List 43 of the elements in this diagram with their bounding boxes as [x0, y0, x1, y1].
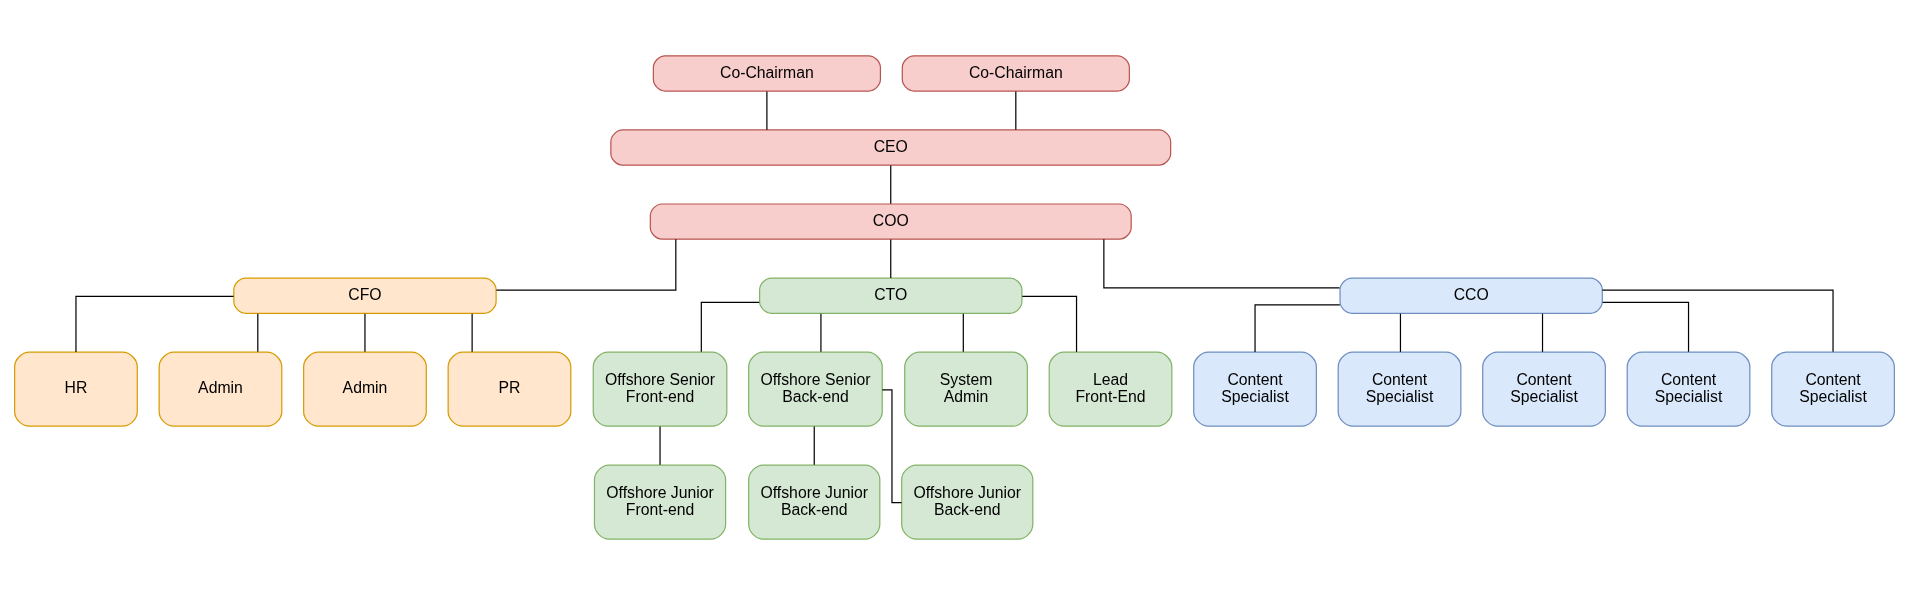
- connector: [1014, 90, 1016, 130]
- node-box: Content Specialist: [1192, 351, 1317, 427]
- connector: [700, 301, 760, 352]
- connector: [765, 90, 767, 130]
- connector: [1253, 303, 1340, 352]
- node-box: CTO: [758, 276, 1022, 314]
- connector: [881, 388, 902, 503]
- connector: [819, 312, 822, 352]
- node-box: Content Specialist: [1481, 351, 1606, 427]
- node-box: CEO: [609, 128, 1171, 166]
- connector: [962, 312, 964, 352]
- node-box: Content Specialist: [1770, 351, 1895, 427]
- node-box: HR: [13, 351, 138, 427]
- node-box: COO: [649, 202, 1132, 240]
- node-box: System Admin: [903, 351, 1028, 427]
- node-box: Co-Chairman: [901, 54, 1130, 92]
- connector: [1601, 301, 1689, 352]
- connector: [1541, 312, 1543, 352]
- connector: [495, 238, 676, 291]
- connector: [889, 164, 891, 204]
- node-box: Content Specialist: [1626, 351, 1750, 427]
- connector: [256, 312, 258, 352]
- connector: [1399, 312, 1401, 352]
- connector: [1021, 295, 1077, 353]
- node-box: Offshore Senior Front-end: [592, 351, 727, 427]
- node-box: Content Specialist: [1337, 351, 1461, 427]
- node-box: Offshore Junior Back-end: [747, 463, 880, 540]
- node-box: CFO: [232, 276, 497, 314]
- connector: [813, 425, 815, 465]
- connector: [1601, 289, 1834, 352]
- node-box: CCO: [1338, 276, 1603, 314]
- node-box: Co-Chairman: [652, 54, 881, 92]
- node-box: Admin: [302, 351, 427, 427]
- connector: [1102, 238, 1340, 288]
- connector: [74, 295, 234, 353]
- node-box: Offshore Senior Back-end: [747, 351, 883, 427]
- node-box: Offshore Junior Back-end: [900, 463, 1033, 540]
- node-box: PR: [447, 351, 571, 427]
- node-box: Admin: [158, 351, 282, 427]
- node-box: Lead Front-End: [1048, 351, 1172, 427]
- connector: [471, 312, 473, 352]
- node-box: Offshore Junior Front-end: [593, 463, 726, 540]
- connector: [889, 238, 891, 278]
